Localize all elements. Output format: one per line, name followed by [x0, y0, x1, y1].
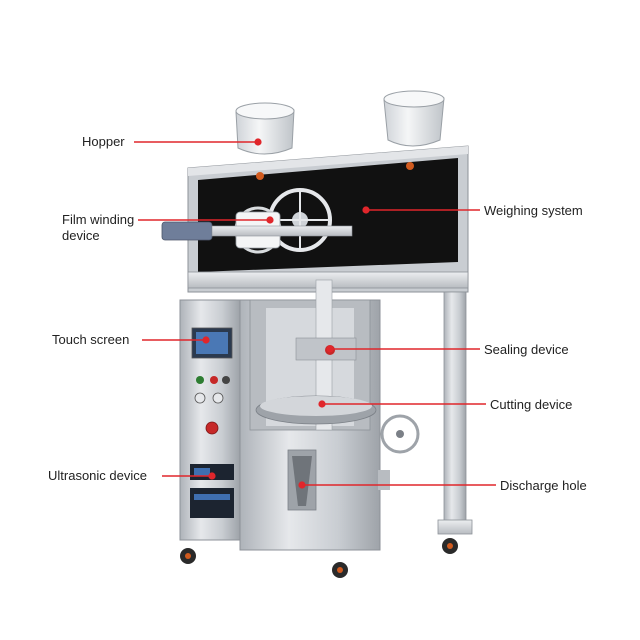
frame-legs — [437, 291, 473, 554]
label-sealing-device: Sealing device — [484, 342, 569, 358]
leader-dot-ultrasonic-device — [208, 472, 216, 480]
label-cutting-device: Cutting device — [490, 397, 572, 413]
hopper-right — [383, 90, 445, 147]
hopper-left — [235, 102, 295, 155]
label-film-winding-line1: Film winding — [62, 212, 135, 227]
leader-dot-weighing-system — [362, 206, 370, 214]
label-weighing-system: Weighing system — [484, 203, 583, 219]
label-film-winding-line2: device — [62, 228, 100, 243]
label-ultrasonic-device: Ultrasonic device — [48, 468, 147, 484]
label-hopper-text: Hopper — [82, 134, 125, 149]
leader-dot-touch-screen — [202, 336, 210, 344]
label-cutting-device-text: Cutting device — [490, 397, 573, 412]
leader-dot-cutting-device — [318, 400, 326, 408]
leader-dot-sealing-device — [326, 345, 334, 353]
label-discharge-hole-text: Discharge hole — [500, 478, 587, 493]
film-winding-reels — [161, 188, 353, 254]
leader-dot-discharge-hole — [298, 481, 306, 489]
label-touch-screen: Touch screen — [52, 332, 129, 348]
leader-dot-film-winding-device — [266, 216, 274, 224]
label-ultrasonic-device-text: Ultrasonic device — [48, 468, 147, 483]
label-sealing-device-text: Sealing device — [484, 342, 569, 357]
label-discharge-hole: Discharge hole — [500, 478, 587, 494]
label-weighing-system-text: Weighing system — [484, 203, 583, 218]
leader-dot-hopper — [254, 138, 262, 146]
label-touch-screen-text: Touch screen — [52, 332, 130, 347]
label-hopper: Hopper — [82, 134, 125, 150]
casters — [180, 548, 348, 578]
label-film-winding-device: Film winding device — [62, 212, 172, 244]
leader-lines — [134, 138, 496, 489]
